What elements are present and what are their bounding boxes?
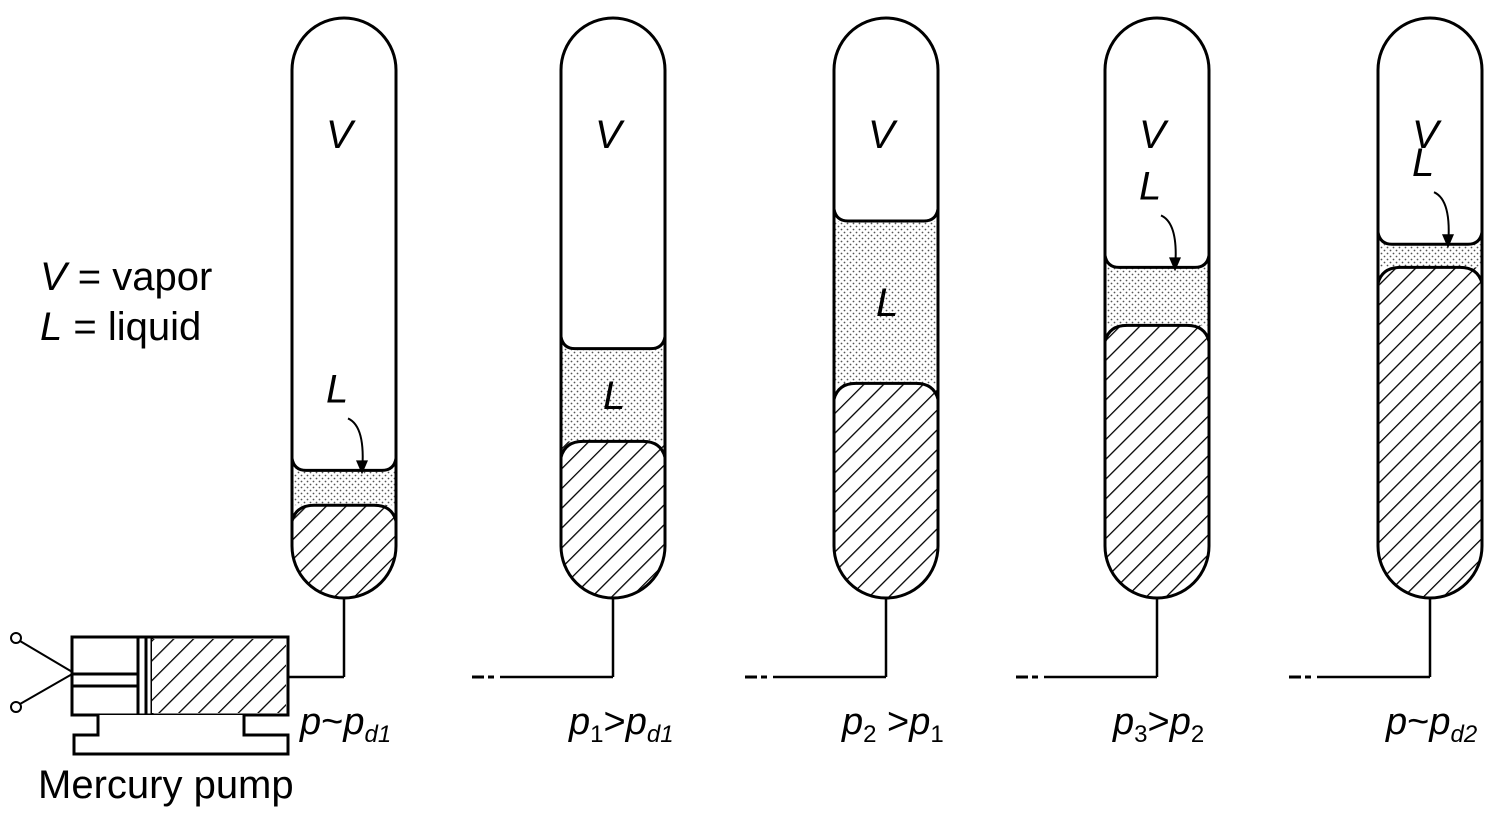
liquid-pointer-arrowhead bbox=[1169, 257, 1181, 272]
pump-wire-bottom bbox=[19, 672, 75, 705]
pump-terminal-bottom bbox=[10, 701, 22, 713]
pressure-symbol: p bbox=[908, 701, 930, 743]
mercury-region bbox=[1378, 267, 1482, 598]
pressure-relation: ~ bbox=[1407, 701, 1429, 743]
legend-vapor-text: = vapor bbox=[67, 255, 213, 299]
pressure-symbol: p bbox=[342, 701, 364, 743]
pressure-relation: > bbox=[604, 701, 626, 743]
pump-terminal-top bbox=[10, 632, 22, 644]
liquid-label: L bbox=[1412, 141, 1434, 185]
mercury-pump: Mercury pump bbox=[10, 632, 294, 807]
pressure-symbol: p bbox=[1112, 701, 1134, 743]
legend-vapor-symbol: V bbox=[40, 255, 70, 299]
pressure-subscript: d1 bbox=[647, 721, 674, 748]
pump-mercury bbox=[152, 639, 286, 713]
vapor-label: V bbox=[1139, 113, 1169, 157]
mercury-region bbox=[292, 505, 396, 598]
tube-background bbox=[292, 18, 396, 598]
liquid-region bbox=[834, 221, 938, 404]
pressure-subscript: 1 bbox=[930, 721, 943, 748]
tube-outline bbox=[290, 16, 398, 600]
pressure-symbol: p bbox=[1428, 701, 1450, 743]
liquid-label: L bbox=[1139, 164, 1161, 208]
liquid-pointer-arrowhead bbox=[356, 460, 368, 475]
vapor-liquid-meniscus bbox=[1103, 255, 1211, 269]
pressure-label: p~pd2 bbox=[1385, 701, 1477, 748]
vapor-label: V bbox=[868, 113, 898, 157]
pressure-subscript: 3 bbox=[1134, 721, 1147, 748]
legend-liquid-symbol: L bbox=[40, 305, 62, 349]
liquid-mercury-meniscus bbox=[1376, 265, 1484, 284]
pressure-label: p2 >p1 bbox=[841, 701, 944, 748]
pump-label: Mercury pump bbox=[38, 763, 294, 807]
mercury-region bbox=[834, 383, 938, 598]
pressure-symbol: p bbox=[1169, 701, 1191, 743]
liquid-mercury-meniscus bbox=[290, 503, 398, 522]
tube-5: VLp~pd2 bbox=[1289, 16, 1484, 748]
legend-liquid: L = liquid bbox=[40, 305, 201, 349]
legend-liquid-text: = liquid bbox=[62, 305, 201, 349]
pressure-symbol: p bbox=[841, 701, 863, 743]
pressure-subscript: 2 bbox=[1191, 721, 1204, 748]
pump-base bbox=[72, 715, 290, 756]
liquid-mercury-meniscus bbox=[1103, 323, 1211, 342]
tube-outline bbox=[832, 16, 940, 600]
pressure-label: p3>p2 bbox=[1112, 701, 1204, 748]
vapor-liquid-meniscus bbox=[290, 458, 398, 472]
pressure-subscript: d2 bbox=[1450, 721, 1477, 748]
pressure-relation: ~ bbox=[321, 701, 343, 743]
vapor-liquid-meniscus bbox=[559, 336, 667, 351]
liquid-mercury-meniscus bbox=[832, 381, 940, 400]
pressure-label: p~pd1 bbox=[299, 701, 391, 748]
pressure-symbol: p bbox=[1385, 701, 1407, 743]
mercury-region bbox=[561, 441, 665, 598]
legend-vapor: V = vapor bbox=[40, 255, 212, 299]
vapor-liquid-meniscus bbox=[1376, 231, 1484, 246]
mercury-region bbox=[1105, 325, 1209, 598]
vapor-liquid-meniscus bbox=[832, 208, 940, 223]
pressure-label: p1>pd1 bbox=[568, 701, 674, 748]
pressure-relation: > bbox=[877, 701, 910, 743]
pump-piston bbox=[144, 635, 154, 717]
liquid-pointer-arrowhead bbox=[1442, 234, 1454, 249]
liquid-label: L bbox=[876, 281, 898, 325]
liquid-label: L bbox=[603, 374, 625, 418]
vapor-label: V bbox=[326, 113, 356, 157]
vapor-label: V bbox=[1412, 113, 1442, 157]
pressure-symbol: p bbox=[568, 701, 590, 743]
tube-1: VLp~pd1 bbox=[288, 16, 398, 748]
liquid-mercury-meniscus bbox=[559, 439, 667, 458]
vapor-label: V bbox=[595, 113, 625, 157]
pressure-symbol: p bbox=[299, 701, 321, 743]
pressure-subscript: 2 bbox=[863, 721, 876, 748]
tube-outline bbox=[1103, 16, 1211, 600]
liquid-label: L bbox=[326, 367, 348, 411]
pressure-subscript: d1 bbox=[364, 721, 391, 748]
pressure-relation: > bbox=[1148, 701, 1170, 743]
pump-wire-top bbox=[19, 640, 75, 674]
tube-outline bbox=[1376, 16, 1484, 600]
pressure-symbol: p bbox=[625, 701, 647, 743]
pressure-subscript: 1 bbox=[590, 721, 603, 748]
tube-outline bbox=[559, 16, 667, 600]
